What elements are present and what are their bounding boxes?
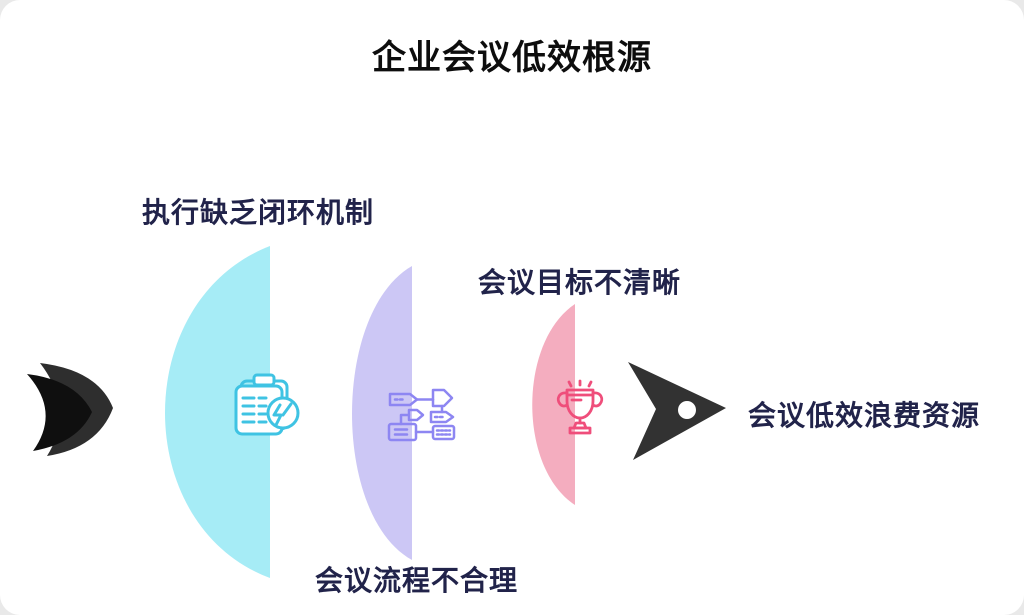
crescent-cause-1 [165, 246, 270, 578]
input-arrow-front-shape [27, 374, 92, 451]
crescent-cause-2 [352, 266, 412, 560]
result-label: 会议低效浪费资源 [748, 400, 981, 431]
cause-label-process: 会议流程不合理 [315, 565, 519, 596]
output-arrow-shape [628, 362, 726, 460]
page-title: 企业会议低效根源 [372, 39, 652, 77]
cause-label-goal: 会议目标不清晰 [478, 267, 682, 298]
flowchart-icon [387, 388, 456, 442]
clipboard-gauge-icon [234, 373, 300, 436]
crescent-cause-3 [532, 304, 575, 505]
trophy-icon [556, 379, 604, 435]
cause-label-execution: 执行缺乏闭环机制 [142, 197, 375, 228]
